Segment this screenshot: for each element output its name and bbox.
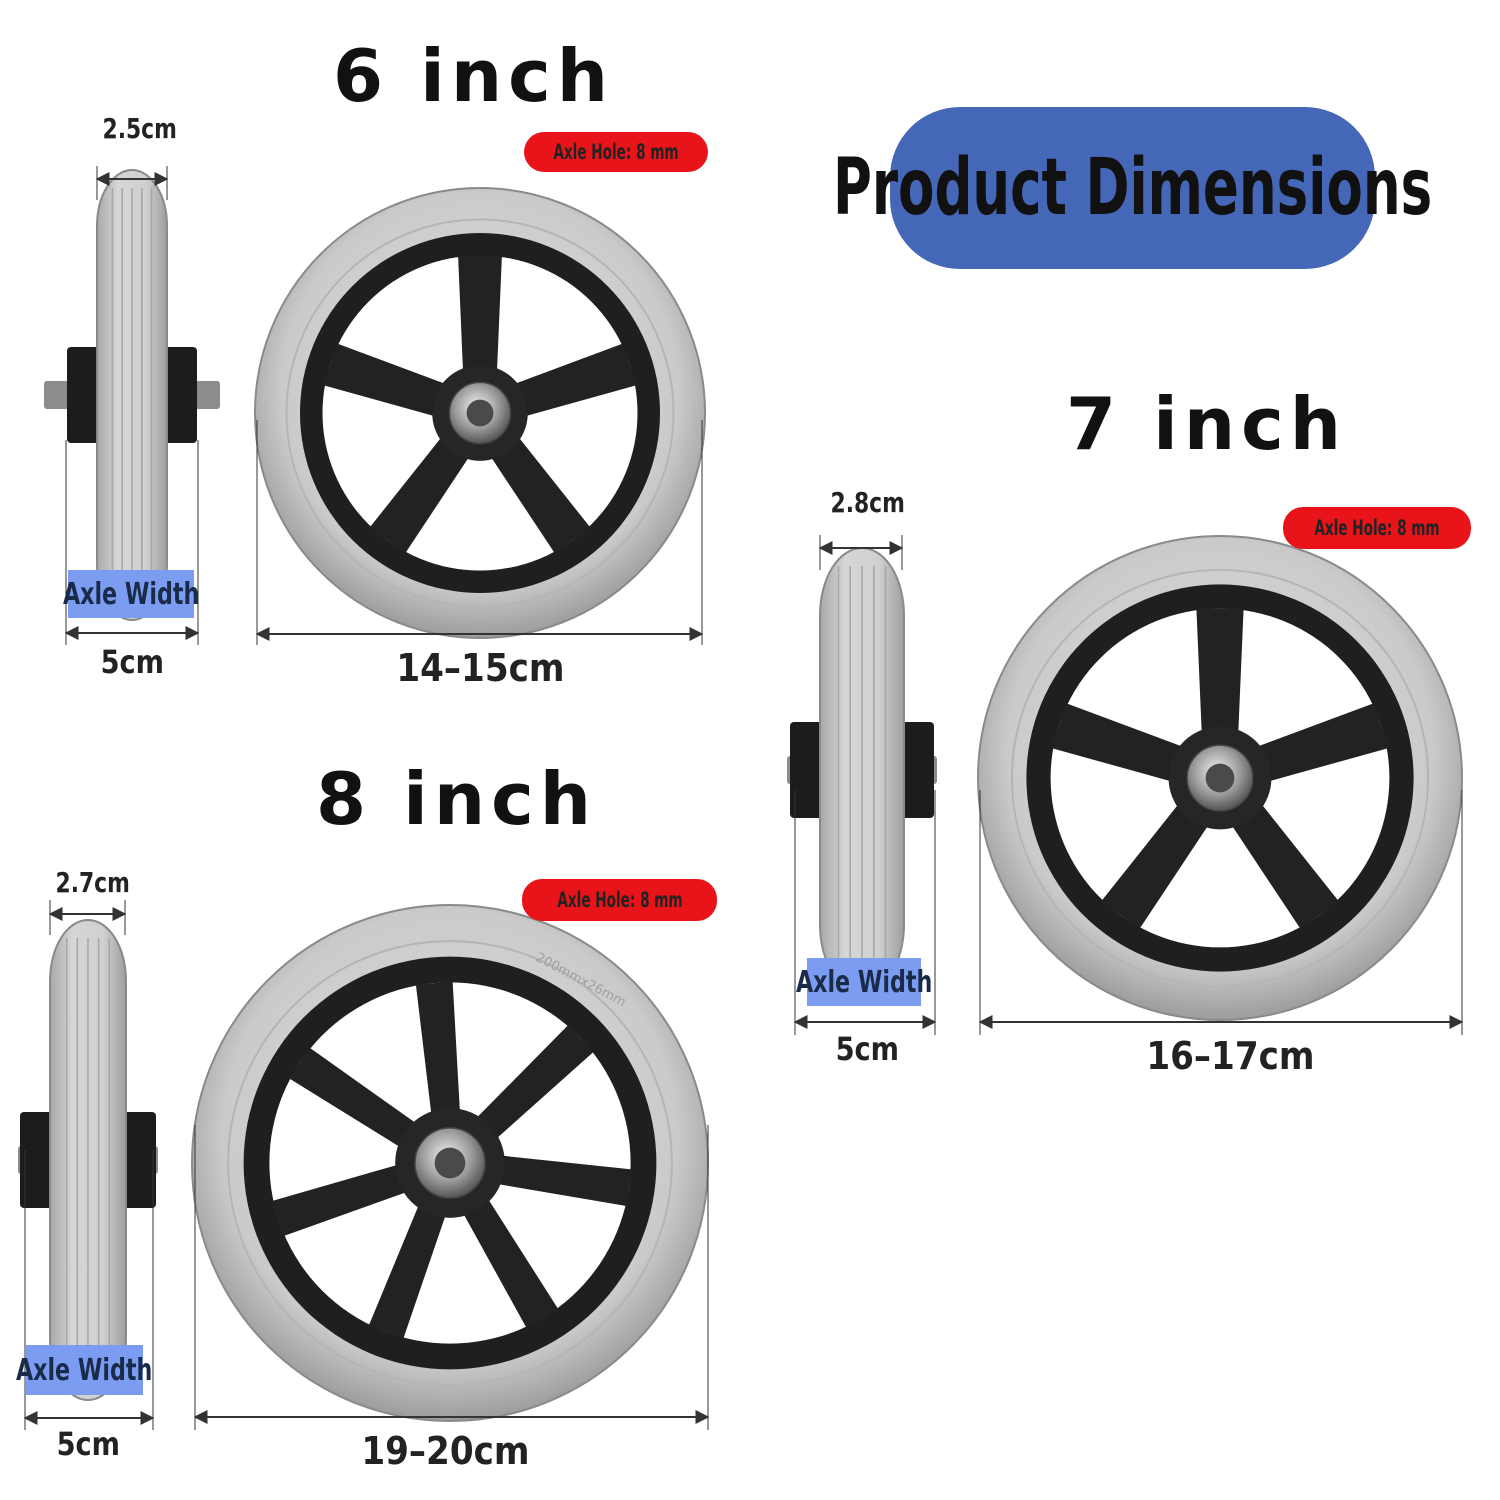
diameter-value-7-inch: 16–17cm [1145, 1034, 1315, 1078]
wheel-front-view-6-inch [254, 187, 706, 639]
dimension-lines [23, 166, 1464, 1430]
diameter-value-8-inch: 19–20cm [360, 1429, 530, 1473]
size-heading-6-inch: 6 inch [333, 34, 615, 118]
wheel-side-view-6-inch [44, 169, 220, 621]
tread-width-8-inch: 2.7cm [55, 866, 130, 899]
axle-hole-text-8: Axle Hole: 8 mm [556, 888, 683, 912]
axle-width-label-6-inch: Axle Width [63, 570, 199, 618]
wheel-side-view-8-inch [18, 919, 158, 1401]
axle-hole-text-7: Axle Hole: 8 mm [1314, 516, 1440, 540]
size-heading-8-inch: 8 inch [316, 757, 598, 841]
title-text: Product Dimensions [832, 143, 1433, 233]
wheel-side-view-7-inch [787, 547, 937, 993]
tread-width-7-inch: 2.8cm [830, 486, 905, 519]
diameter-value-6-inch: 14–15cm [395, 646, 565, 690]
axle-width-value-6-inch: 5cm [100, 643, 164, 681]
size-heading-7-inch: 7 inch [1066, 382, 1348, 466]
tread-width-6-inch: 2.5cm [102, 112, 177, 145]
wheel-front-view-7-inch [977, 535, 1463, 1021]
axle-hole-text-6: Axle Hole: 8 mm [553, 140, 679, 164]
axle-width-value-7-inch: 5cm [835, 1030, 899, 1068]
axle-hole-badge-7-inch: Axle Hole: 8 mm [1283, 507, 1471, 549]
wheel-front-view-8-inch [191, 904, 709, 1422]
axle-width-label-8-inch: Axle Width [16, 1345, 153, 1395]
product-dimensions-title: Product Dimensions [833, 107, 1432, 269]
axle-width-label-7-inch: Axle Width [796, 958, 932, 1006]
axle-width-value-8-inch: 5cm [56, 1425, 120, 1463]
axle-hole-badge-8-inch: Axle Hole: 8 mm [522, 879, 717, 921]
axle-hole-badge-6-inch: Axle Hole: 8 mm [524, 132, 708, 172]
